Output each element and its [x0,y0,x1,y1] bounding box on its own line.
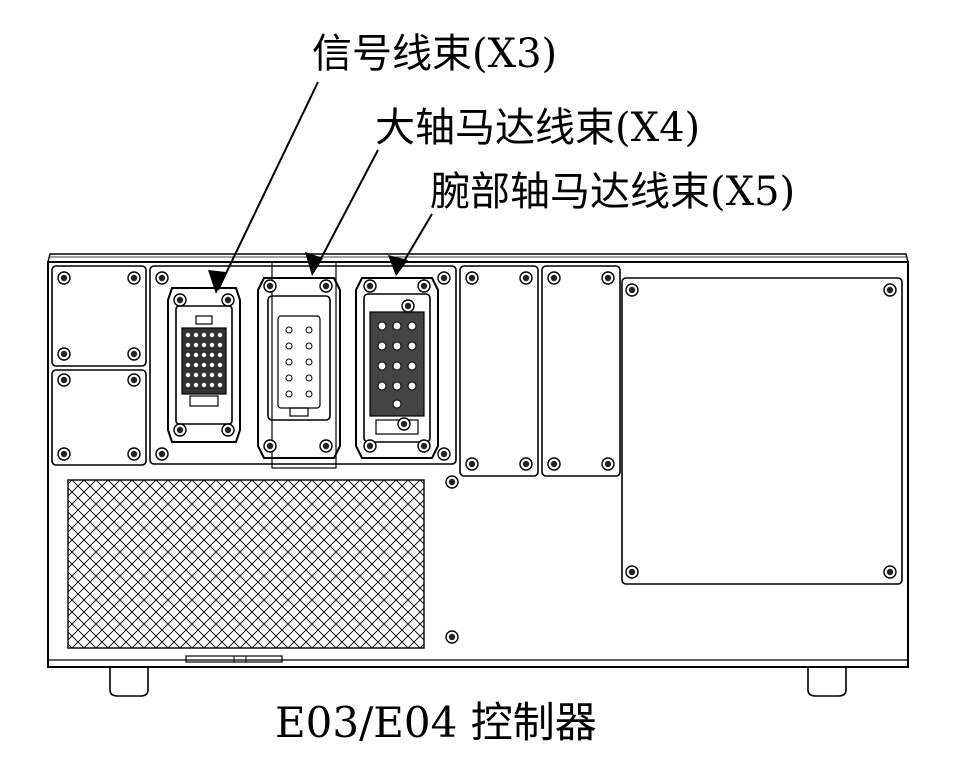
misc-screws [445,475,459,644]
ventilation-grille [67,479,425,649]
connector-plate [149,265,457,465]
main-axis-motor-harness-label: 大轴马达线束(X4) [375,105,701,151]
middle-blank-panels [459,265,621,477]
signal-harness-label: 信号线束(X3) [312,31,558,77]
x4-pins [285,326,313,398]
wrist-axis-motor-harness-label: 腕部轴马达线束(X5) [430,169,796,215]
large-right-panel [621,277,903,585]
x4-screws [263,279,333,453]
middle-panel-screws [465,271,615,471]
controller-cabinet [47,253,909,697]
x4-main-axis-connector [257,261,341,469]
x5-pins [377,321,417,409]
x3-pins [185,332,223,388]
diagram-caption: E03/E04 控制器 [275,698,597,747]
left-blank-panels [51,265,147,466]
right-panel-screws [625,283,897,579]
